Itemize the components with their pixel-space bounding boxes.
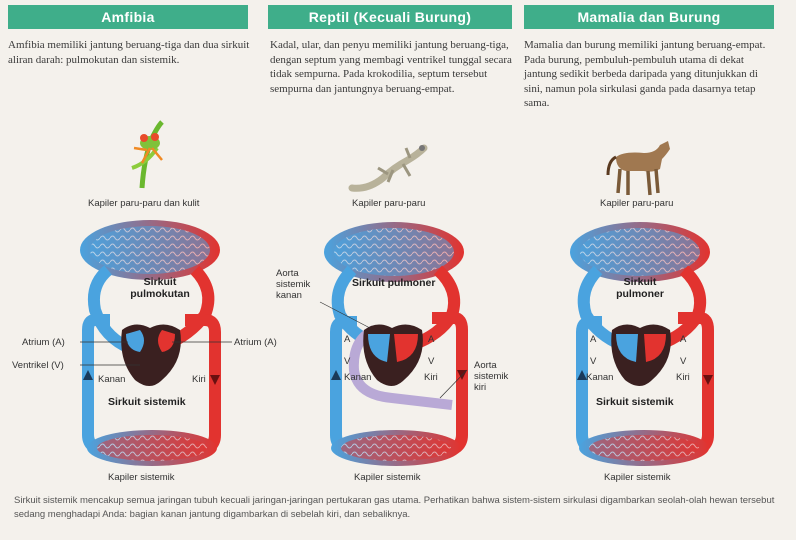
panel-title: Mamalia dan Burung	[524, 5, 774, 29]
atrium-a-right: A	[428, 334, 435, 345]
atrium-right-label: Atrium (A)	[234, 337, 277, 348]
side-left-label: Kiri	[192, 374, 206, 385]
lizard-icon	[348, 144, 428, 192]
top-capillary-label: Kapiler paru-paru	[352, 198, 426, 209]
top-capillary-label: Kapiler paru-paru dan kulit	[88, 198, 200, 209]
panel-title: Reptil (Kecuali Burung)	[268, 5, 512, 29]
panel-description: Mamalia dan burung memiliki jantung beru…	[524, 39, 766, 109]
side-left-label: Kiri	[676, 372, 690, 383]
bottom-capillary-label: Kapiler sistemik	[354, 472, 421, 483]
side-right-label: Kanan	[98, 374, 126, 385]
upper-circuit-label: Sirkuit pulmokutan	[130, 276, 190, 300]
bottom-capillary-label: Kapiler sistemik	[108, 472, 175, 483]
bottom-capillary-label: Kapiler sistemik	[604, 472, 671, 483]
panel-amphibian: Amfibia Amfibia memiliki jantung beruang…	[0, 0, 277, 490]
right-aorta-label: Aorta sistemik kanan	[276, 268, 311, 301]
lower-circuit-label: Sirkuit sistemik	[108, 396, 186, 408]
ventricle-v-left: V	[590, 356, 597, 367]
panel-description: Amfibia memiliki jantung beruang-tiga da…	[8, 39, 250, 66]
upper-circuit-label: Sirkuit pulmoner	[352, 277, 436, 289]
lower-circuit-label: Sirkuit sistemik	[596, 396, 674, 408]
side-right-label: Kanan	[344, 372, 372, 383]
upper-circuit-label: Sirkuit pulmoner	[616, 276, 664, 300]
mammal-circulation-diagram	[570, 222, 714, 466]
figure-caption: Sirkuit sistemik mencakup semua jaringan…	[14, 495, 775, 520]
panel-mammal-bird: Mamalia dan Burung Mamalia dan burung me…	[520, 0, 790, 490]
atrium-a-left: A	[590, 334, 597, 345]
ventricle-v-right: V	[428, 356, 435, 367]
top-capillary-label: Kapiler paru-paru	[600, 198, 674, 209]
panel-reptile: Reptil (Kecuali Burung) Kadal, ular, dan…	[262, 0, 524, 490]
ventricle-label: Ventrikel (V)	[12, 360, 64, 371]
side-left-label: Kiri	[424, 372, 438, 383]
atrium-left-label: Atrium (A)	[22, 337, 65, 348]
frog-icon	[131, 120, 164, 189]
panel-description: Kadal, ular, dan penyu memiliki jantung …	[270, 39, 512, 95]
left-aorta-label: Aorta sistemik kiri	[474, 360, 509, 393]
horse-icon	[606, 141, 670, 196]
amphibian-circulation-diagram	[80, 220, 232, 466]
atrium-a-right: A	[680, 334, 687, 345]
atrium-a-left: A	[344, 334, 351, 345]
ventricle-v-left: V	[344, 356, 351, 367]
ventricle-v-right: V	[680, 356, 687, 367]
panel-title: Amfibia	[8, 5, 248, 29]
side-right-label: Kanan	[586, 372, 614, 383]
reptile-circulation-diagram	[319, 222, 468, 466]
